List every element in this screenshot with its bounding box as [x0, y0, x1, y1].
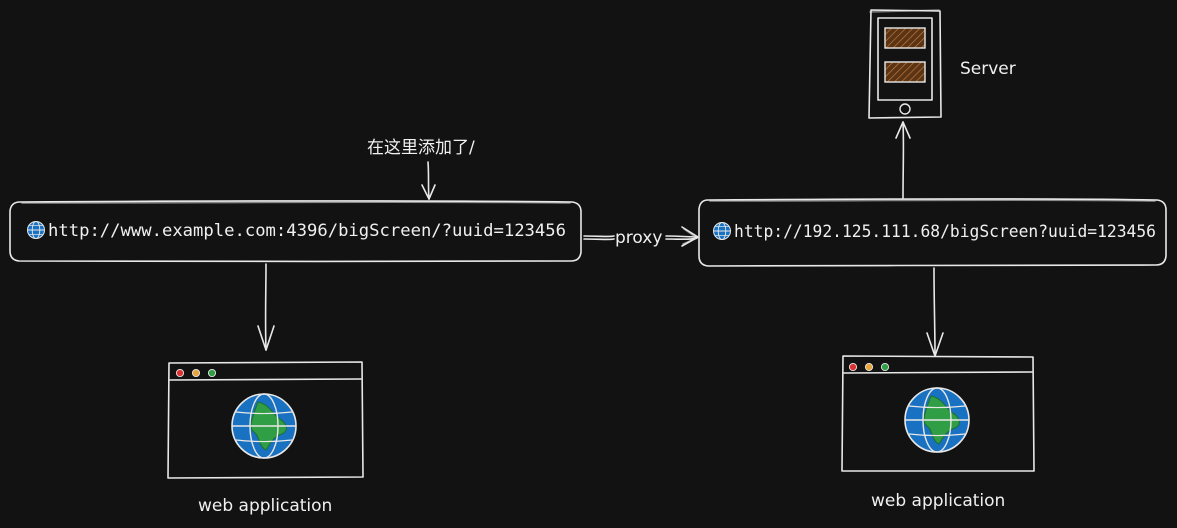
app-label: web application — [198, 496, 332, 516]
client-app-arrow — [257, 263, 275, 351]
annotation-arrow — [421, 161, 436, 200]
server-url-text: http://192.125.111.68/bigScreen?uuid=123… — [734, 222, 1156, 241]
client-url-box[interactable] — [9, 200, 582, 263]
server-label: Server — [960, 59, 1016, 79]
client-url-text: http://www.example.com:4396/bigScreen/?u… — [48, 221, 566, 240]
server-url-box[interactable] — [698, 198, 1167, 267]
annotation-label: 在这里添加了/ — [367, 138, 475, 158]
globe-icon — [713, 222, 731, 240]
server-app-arrow — [926, 267, 944, 357]
proxy-arrow — [583, 226, 699, 247]
browser-window — [841, 355, 1035, 472]
globe-icon — [231, 393, 297, 459]
globe-icon — [27, 221, 45, 239]
browser-window — [167, 361, 364, 479]
app-label: web application — [871, 491, 1005, 511]
server-icon — [868, 9, 942, 119]
proxy-label: proxy — [615, 228, 662, 248]
server-arrow — [895, 121, 911, 199]
globe-icon — [904, 387, 970, 453]
